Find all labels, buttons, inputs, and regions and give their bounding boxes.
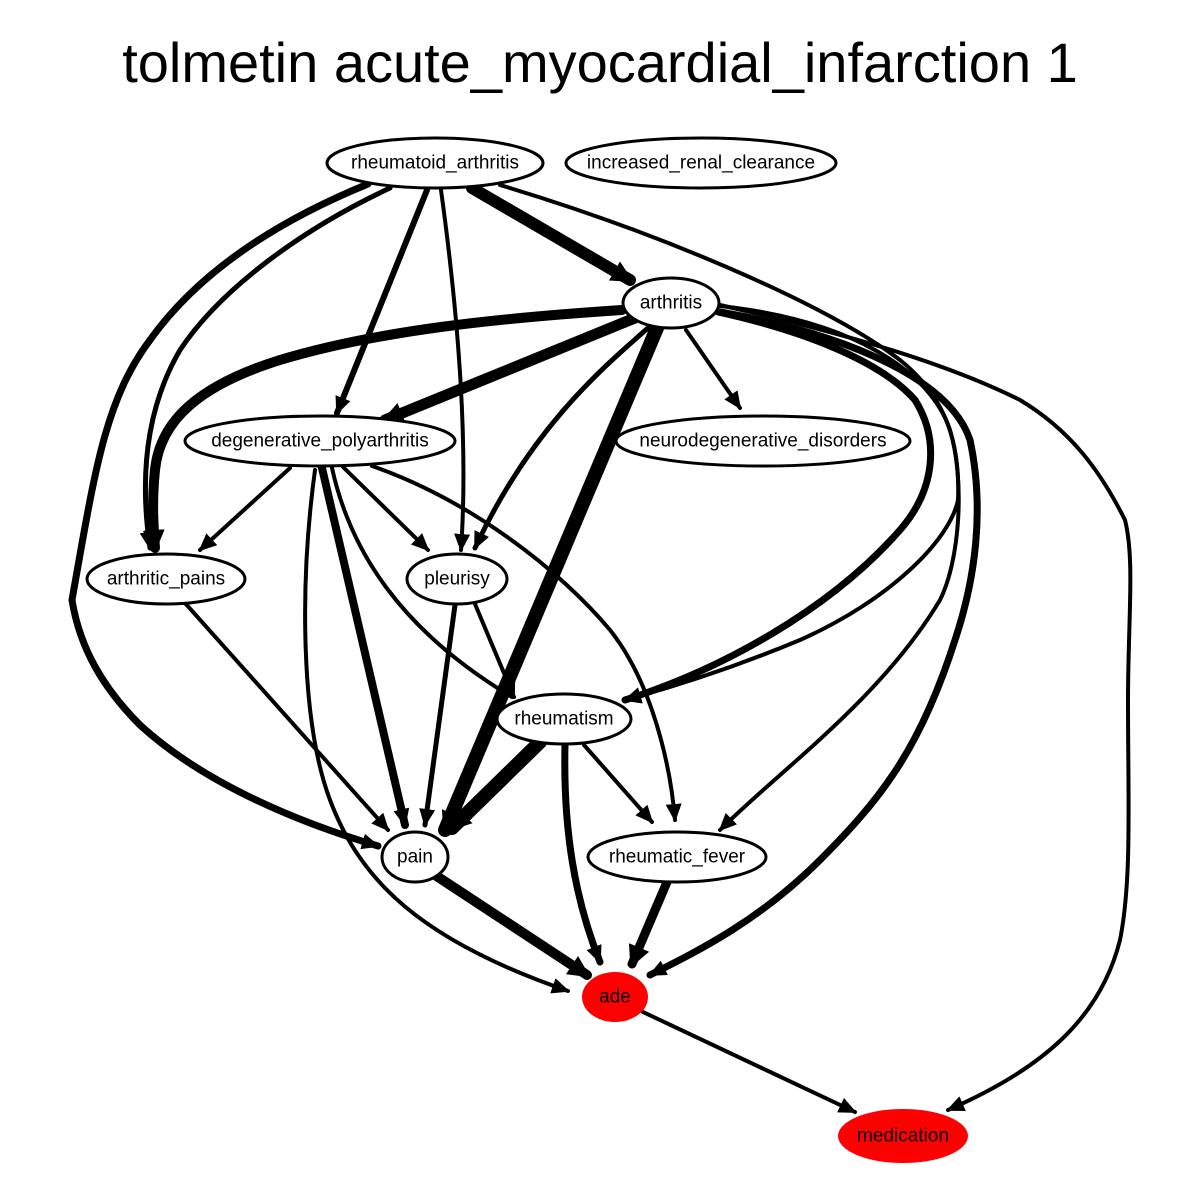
edge-degenerative-polyarthritis-to-ade: [303, 468, 570, 994]
edge-rheumatoid-arthritis-to-arthritis: [466, 182, 636, 286]
nodes: rheumatoid_arthritis increased_renal_cle…: [85, 136, 968, 1163]
edge-degenerative-polyarthritis-to-arthritic-pains: [198, 466, 292, 552]
node-shape: [495, 692, 633, 746]
node-label: degenerative_polyarthritis: [211, 431, 429, 452]
edge-arthritis-to-neurodegenerative-disorders: [684, 328, 742, 410]
graph-title: tolmetin acute_myocardial_infarction 1: [122, 31, 1078, 94]
edge-ade-to-medication: [641, 1010, 857, 1114]
node-shape: [85, 552, 247, 606]
node-label: arthritic_pains: [107, 569, 225, 590]
node-shape: [564, 136, 838, 190]
edge-arthritic-pains-to-pain: [183, 601, 390, 832]
node-pleurisy: pleurisy: [405, 552, 509, 606]
edge-degenerative-polyarthritis-to-rheumatism: [330, 466, 514, 699]
edge-arthritis-to-rheumatic-fever: [718, 304, 961, 832]
node-label: medication: [857, 1126, 949, 1147]
edge-degenerative-polyarthritis-to-rheumatic-fever: [370, 464, 682, 822]
edge-arthritis-to-pain: [438, 321, 664, 837]
node-increased-renal-clearance: increased_renal_clearance: [564, 136, 838, 190]
node-label: increased_renal_clearance: [587, 153, 815, 174]
node-label: rheumatic_fever: [609, 847, 746, 868]
edge-degenerative-polyarthritis-to-pain: [318, 464, 410, 829]
edge-rheumatism-to-pain: [445, 735, 547, 835]
edge-arthritis-to-pleurisy: [472, 325, 651, 551]
node-label: pleurisy: [424, 569, 490, 590]
node-label: ade: [599, 987, 631, 1008]
edge-pleurisy-to-rheumatism: [473, 602, 516, 699]
node-shape: [614, 414, 912, 468]
edge-arthritis-to-ade: [646, 308, 981, 979]
node-rheumatoid-arthritis: rheumatoid_arthritis: [325, 136, 545, 190]
node-pain: pain: [380, 830, 450, 884]
node-shape: [183, 414, 457, 468]
node-arthritic-pains: arthritic_pains: [85, 552, 247, 606]
edge-degenerative-polyarthritis-to-pleurisy: [341, 465, 430, 552]
edge-rheumatism-to-rheumatic-fever: [582, 743, 654, 824]
edge-arthritis-to-arthritic-pains: [142, 305, 627, 553]
node-ade: ade: [582, 972, 648, 1022]
node-medication: medication: [838, 1109, 968, 1163]
node-shape: [380, 830, 450, 884]
node-degenerative-polyarthritis: degenerative_polyarthritis: [183, 414, 457, 468]
node-shape-highlighted: [582, 972, 648, 1022]
edge-rheumatoid-arthritis-to-pain: [68, 180, 382, 850]
edge-rheumatic-fever-to-ade: [627, 877, 672, 969]
node-shape: [586, 830, 768, 884]
node-shape: [405, 552, 509, 606]
node-neurodegenerative-disorders: neurodegenerative_disorders: [614, 414, 912, 468]
node-arthritis: arthritis: [621, 276, 721, 330]
node-label: pain: [397, 847, 433, 868]
edge-arthritis-to-rheumatism: [621, 308, 935, 704]
edge-pain-to-ade: [430, 870, 592, 980]
edge-pleurisy-to-pain: [419, 602, 458, 828]
node-shape-highlighted: [838, 1109, 968, 1163]
edge-rheumatoid-arthritis-to-degenerative-polyarthritis: [334, 187, 430, 416]
node-label: arthritis: [640, 293, 702, 314]
node-label: neurodegenerative_disorders: [639, 431, 886, 452]
node-rheumatism: rheumatism: [495, 692, 633, 746]
edge-rheumatism-to-ade: [561, 741, 604, 966]
edge-arthritis-to-degenerative-polyarthritis: [379, 312, 641, 426]
node-rheumatic-fever: rheumatic_fever: [586, 830, 768, 884]
node-label: rheumatism: [514, 709, 613, 730]
edges: [68, 180, 1133, 1114]
node-shape: [325, 136, 545, 190]
edge-arthritis-to-medication: [718, 303, 1133, 1112]
node-label: rheumatoid_arthritis: [351, 153, 519, 174]
edge-rheumatoid-arthritis-to-arthritic-pains: [139, 185, 393, 551]
edge-rheumatoid-arthritis-to-pleurisy: [439, 188, 471, 552]
node-shape: [621, 276, 721, 330]
